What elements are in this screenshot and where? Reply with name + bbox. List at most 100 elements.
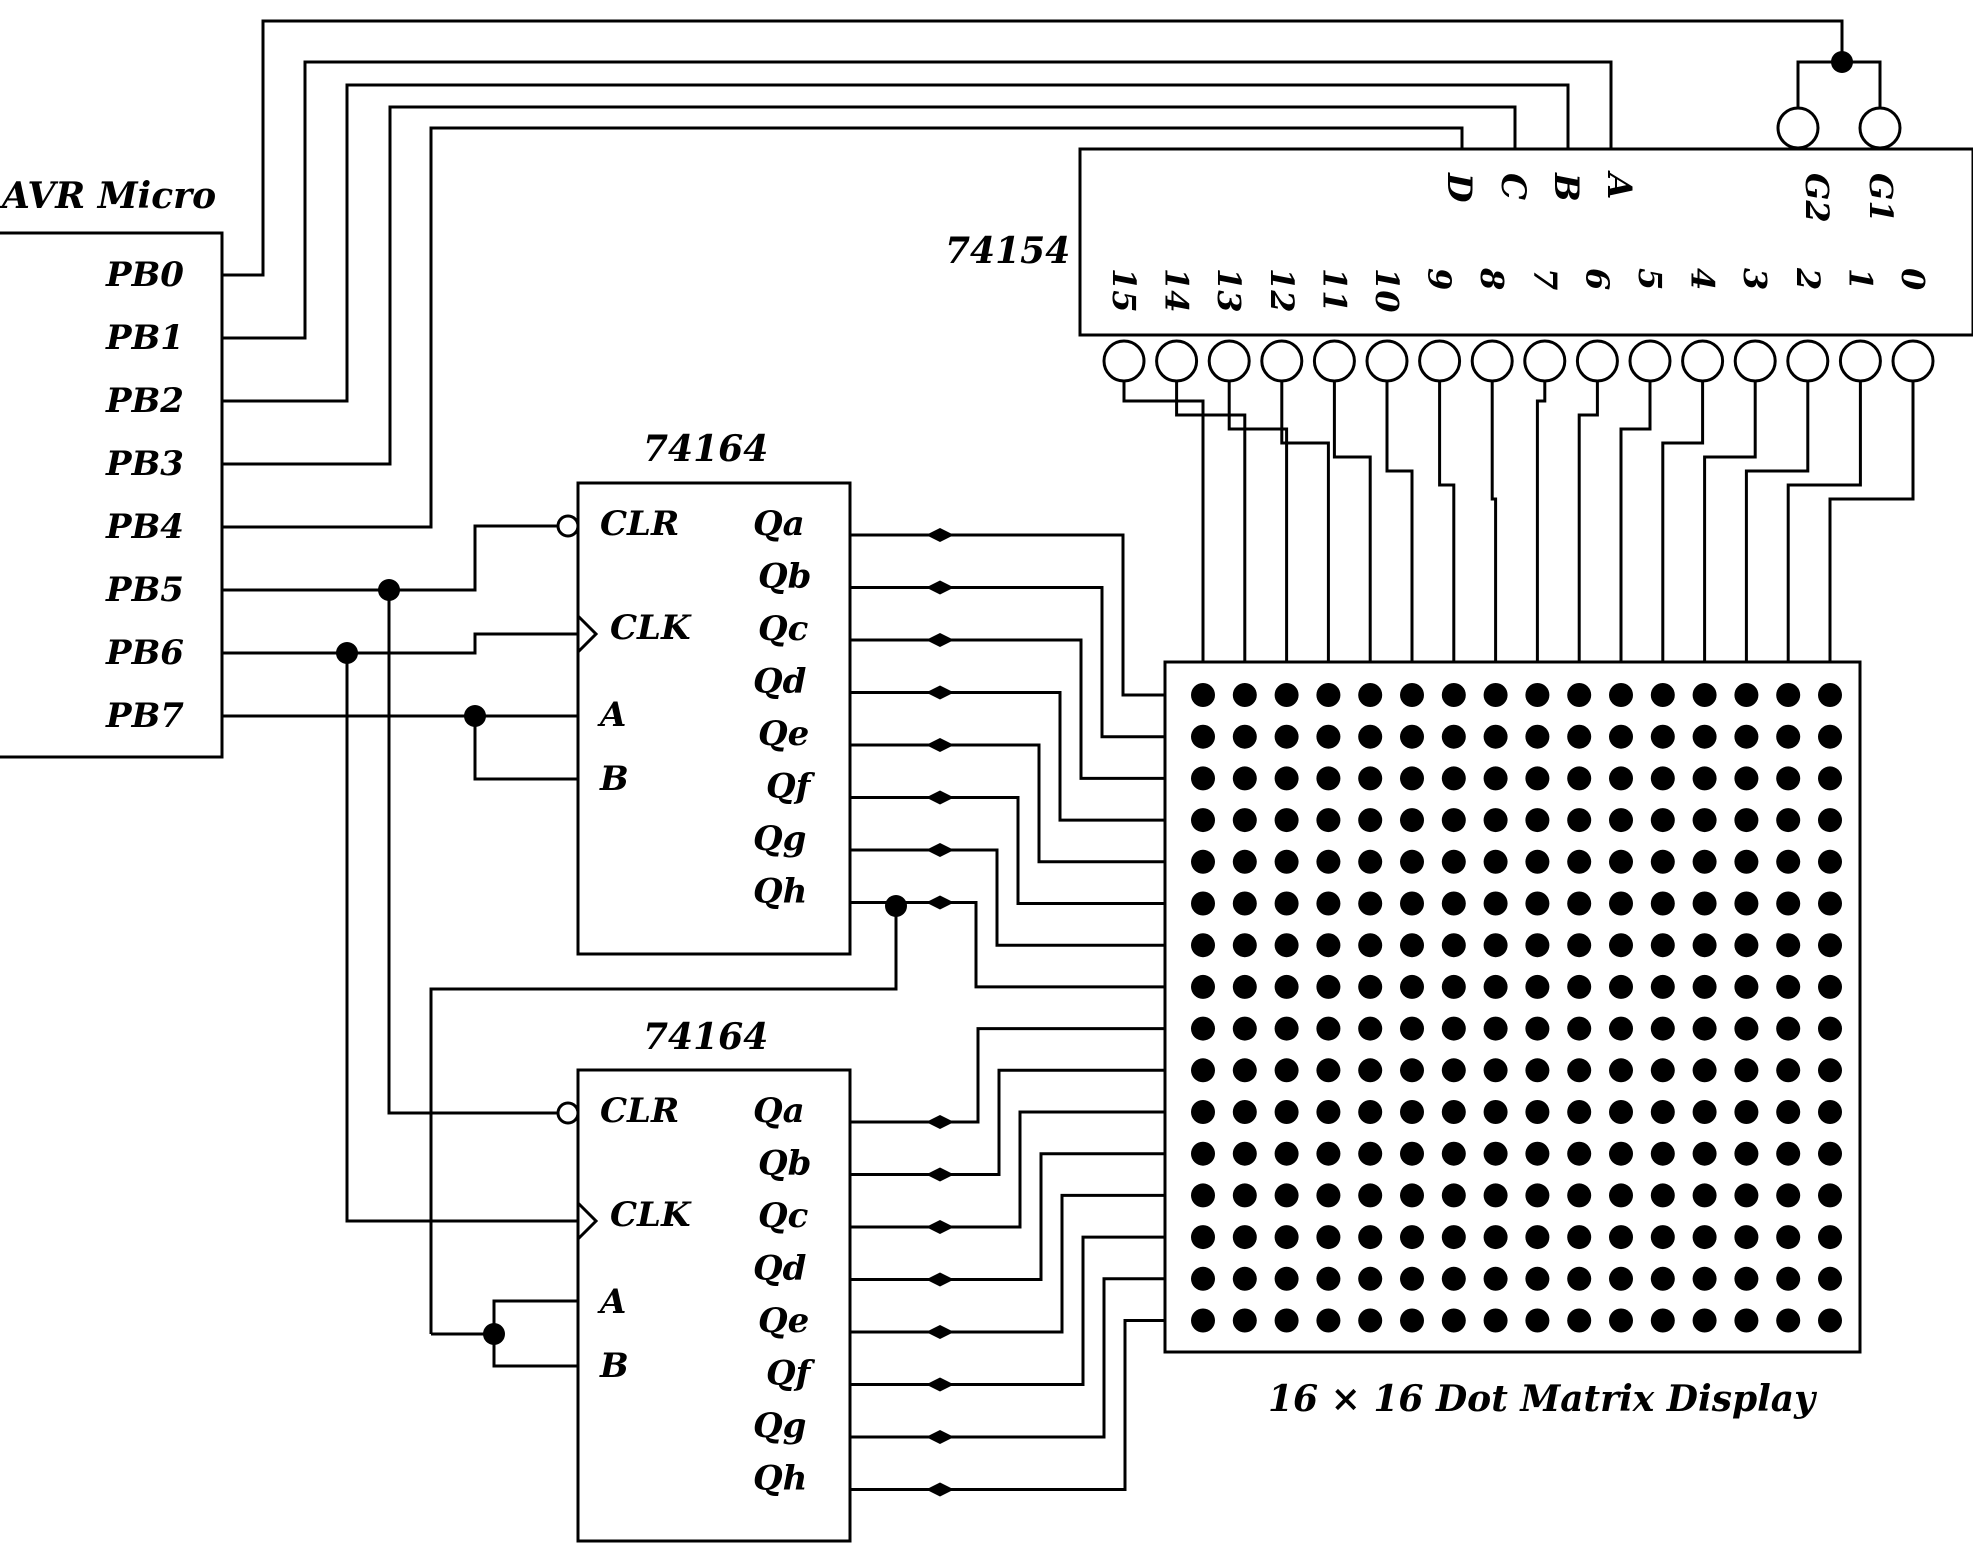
matrix-dot xyxy=(1650,1266,1675,1291)
matrix-dot xyxy=(1483,683,1508,707)
wire-sr-top-row xyxy=(850,691,1165,822)
matrix-dot xyxy=(1734,766,1759,791)
shift-register-bottom-output-label-qd: Qd xyxy=(753,1249,807,1289)
matrix-dot xyxy=(1692,849,1717,874)
matrix-dot xyxy=(1274,683,1299,707)
matrix-dot xyxy=(1525,974,1550,999)
clr-input-bubble-top xyxy=(556,514,580,538)
matrix-dot xyxy=(1316,683,1341,707)
matrix-dot xyxy=(1776,766,1801,791)
matrix-dot xyxy=(1483,1308,1508,1333)
matrix-dot xyxy=(1232,808,1257,833)
matrix-dot xyxy=(1567,891,1592,916)
decoder-output-label-13: 13 xyxy=(1210,268,1248,313)
matrix-dot xyxy=(1400,766,1424,791)
matrix-dot xyxy=(1609,1225,1633,1250)
matrix-dot xyxy=(1358,1016,1383,1041)
wire-sr-bottom-row xyxy=(850,1193,1165,1334)
matrix-dot xyxy=(1483,766,1508,791)
signal-arrow xyxy=(926,580,954,595)
matrix-dot xyxy=(1316,1141,1341,1166)
dot-grid xyxy=(1191,683,1842,1333)
matrix-dot xyxy=(1232,933,1257,958)
wire-sr-bottom-row xyxy=(850,1068,1165,1176)
wire-enable-g2 xyxy=(1796,60,1842,108)
shift-register-top-output-label-qf: Qf xyxy=(766,767,816,807)
matrix-dot xyxy=(1232,1308,1257,1333)
matrix-dot xyxy=(1483,1141,1508,1166)
matrix-dot xyxy=(1191,1016,1215,1041)
matrix-dot xyxy=(1776,808,1801,833)
matrix-dot xyxy=(1191,808,1215,833)
wire-sr-bottom-row xyxy=(850,1277,1165,1439)
signal-arrow xyxy=(926,1430,954,1444)
clr-input-bubble-bottom xyxy=(556,1101,580,1125)
matrix-dot xyxy=(1609,974,1633,999)
matrix-dot xyxy=(1567,1016,1592,1041)
matrix-dot xyxy=(1776,974,1801,999)
wire-cascade-b-bottom xyxy=(492,1334,578,1368)
matrix-dot xyxy=(1191,933,1215,958)
matrix-dot xyxy=(1609,849,1633,874)
avr-micro-title: AVR Micro xyxy=(0,175,216,217)
matrix-dot xyxy=(1483,1016,1508,1041)
junction-dot xyxy=(1831,51,1853,73)
matrix-dot xyxy=(1734,724,1759,749)
decoder-output-label-3: 3 xyxy=(1736,268,1774,290)
matrix-dot xyxy=(1441,1308,1466,1333)
matrix-dot xyxy=(1316,1016,1341,1041)
matrix-dot xyxy=(1650,808,1675,833)
avr-pin-label-pb7: PB7 xyxy=(105,696,184,736)
decoder-input-label-b: B xyxy=(1546,172,1586,202)
matrix-dot xyxy=(1232,891,1257,916)
matrix-dot xyxy=(1525,891,1550,916)
shift-register-top-input-label-clr: CLR xyxy=(600,504,679,544)
matrix-dot xyxy=(1316,891,1341,916)
matrix-dot xyxy=(1358,1141,1383,1166)
wire-decoder-column xyxy=(1175,381,1247,662)
matrix-dot xyxy=(1316,724,1341,749)
matrix-dot xyxy=(1609,683,1633,707)
matrix-dot xyxy=(1567,1141,1592,1166)
signal-arrow xyxy=(926,1115,954,1129)
matrix-dot xyxy=(1358,1225,1383,1250)
wire-decoder-column xyxy=(1280,381,1330,662)
matrix-dot xyxy=(1609,808,1633,833)
matrix-dot xyxy=(1483,1100,1508,1124)
matrix-dot xyxy=(1274,808,1299,833)
matrix-dot xyxy=(1609,766,1633,791)
wire-decoder-column xyxy=(1332,381,1372,662)
wire-decoder-column xyxy=(1438,381,1456,662)
shift-register-bottom-input-label-clk: CLK xyxy=(610,1195,692,1235)
decoder-output-label-14: 14 xyxy=(1158,268,1196,313)
avr-pin-label-pb0: PB0 xyxy=(105,255,184,295)
matrix-dot xyxy=(1567,766,1592,791)
matrix-dot xyxy=(1734,849,1759,874)
matrix-dot xyxy=(1274,933,1299,958)
matrix-dot xyxy=(1191,849,1215,874)
signal-arrow xyxy=(926,895,954,910)
shift-register-top-output-label-qe: Qe xyxy=(758,714,809,754)
matrix-dot xyxy=(1818,933,1842,958)
matrix-dot xyxy=(1776,683,1801,707)
matrix-dot xyxy=(1567,683,1592,707)
decoder-output-label-8: 8 xyxy=(1473,267,1511,290)
matrix-dot xyxy=(1400,1100,1424,1124)
junction-dots xyxy=(336,51,1853,1345)
wire-qh-cascade xyxy=(429,906,898,1334)
matrix-dot xyxy=(1692,1225,1717,1250)
decoder-input-label-c: C xyxy=(1493,173,1533,200)
matrix-dot xyxy=(1692,1058,1717,1083)
matrix-dot xyxy=(1818,766,1842,791)
matrix-dot xyxy=(1232,974,1257,999)
matrix-dot xyxy=(1692,808,1717,833)
matrix-dot xyxy=(1692,1141,1717,1166)
matrix-dot xyxy=(1525,1016,1550,1041)
decoder-output-label-11: 11 xyxy=(1315,268,1353,313)
matrix-dot xyxy=(1232,724,1257,749)
matrix-dot xyxy=(1191,1100,1215,1124)
wire-decoder-column xyxy=(1227,381,1289,662)
decoder-output-label-10: 10 xyxy=(1368,268,1406,313)
